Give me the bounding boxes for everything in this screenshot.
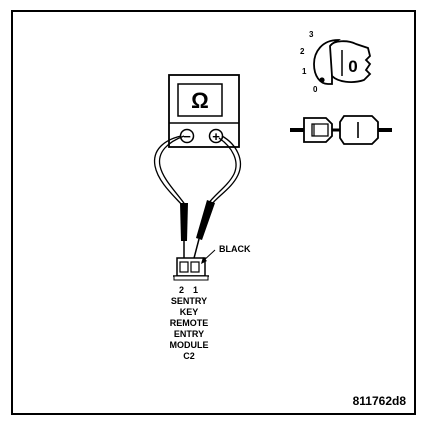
ohm-symbol: Ω (191, 88, 209, 113)
connector-c2 (173, 257, 209, 281)
negative-terminal-label: − (183, 129, 191, 144)
figure-id: 811762d8 (353, 394, 407, 408)
meter-display (177, 83, 223, 117)
ohmmeter: Ω − + (168, 74, 240, 148)
caption-line: SENTRY (171, 296, 207, 306)
key-cylinder-icon (290, 115, 392, 145)
ignition-switch-icon (313, 39, 372, 85)
caption-line: REMOTE (170, 318, 209, 328)
black-wire-callout (201, 249, 216, 264)
ignition-position-1: 1 (302, 67, 307, 76)
ignition-position-2: 2 (300, 47, 305, 56)
wire-color-label: BLACK (219, 244, 251, 254)
positive-terminal-label: + (212, 129, 220, 144)
pin-label-2: 2 (179, 285, 184, 295)
test-leads (153, 135, 242, 207)
ignition-position-0: 0 (313, 85, 318, 94)
caption-line: KEY (180, 307, 199, 317)
pin-label-1: 1 (193, 285, 198, 295)
connector-caption: SENTRY KEY REMOTE ENTRY MODULE C2 (170, 296, 209, 361)
caption-line: MODULE (170, 340, 209, 350)
negative-probe (180, 203, 188, 262)
ignition-position-3: 3 (309, 30, 314, 39)
key-glyph: 0 (348, 57, 357, 76)
caption-line: ENTRY (174, 329, 204, 339)
caption-line: C2 (183, 351, 195, 361)
